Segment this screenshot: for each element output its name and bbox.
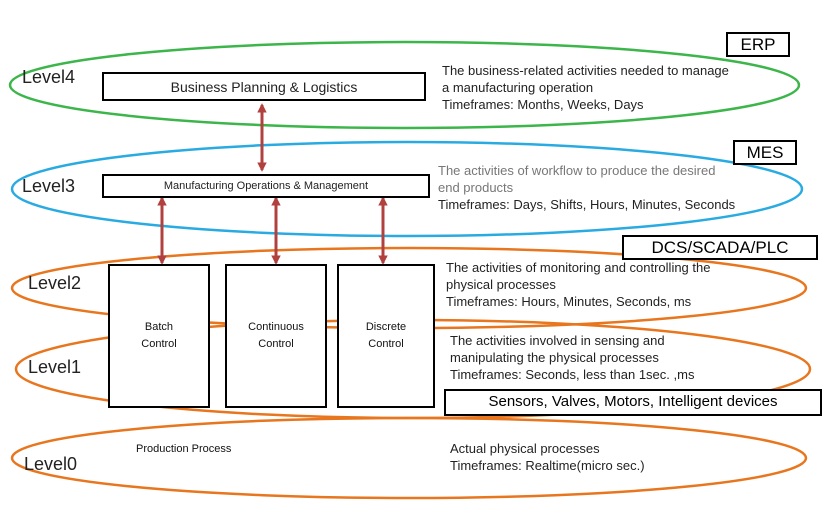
level2-desc-line1: The activities of monitoring and control… <box>446 260 711 275</box>
level3-description: The activities of workflow to produce th… <box>438 162 735 213</box>
production-process-label: Production Process <box>136 443 232 455</box>
level2-label: Level2 <box>28 273 82 293</box>
discrete-control-line1: Discrete <box>365 321 407 333</box>
level4-description: The business-related activities needed t… <box>442 62 729 113</box>
level1-desc-line2: manipulating the physical processes <box>450 350 659 365</box>
level0-desc-line2: Timeframes: Realtime(micro sec.) <box>450 458 645 473</box>
continuous-control-line1: Continuous <box>248 321 304 333</box>
continuous-control-line2: Control <box>258 338 294 350</box>
manufacturing-operations-label: Manufacturing Operations & Management <box>163 180 369 192</box>
level0-desc-line1: Actual physical processes <box>450 441 600 456</box>
business-planning-box: Business Planning & Logistics <box>102 72 426 101</box>
level0-label: Level0 <box>24 454 78 474</box>
batch-control-line1: Batch <box>144 321 174 333</box>
batch-control-line2: Control <box>141 338 177 350</box>
discrete-control-line2: Control <box>368 338 404 350</box>
level1-label: Level1 <box>28 357 82 377</box>
level2-desc-line3: Timeframes: Hours, Minutes, Seconds, ms <box>446 294 692 309</box>
level2-desc-line2: physical processes <box>446 277 556 292</box>
level4-desc-line2: a manufacturing operation <box>442 80 594 95</box>
level2-description: The activities of monitoring and control… <box>446 259 710 310</box>
manufacturing-operations-box: Manufacturing Operations & Management <box>102 174 430 198</box>
level4-desc-line1: The business-related activities needed t… <box>442 63 729 78</box>
level3-desc-line3: Timeframes: Days, Shifts, Hours, Minutes… <box>438 197 736 212</box>
mes-tag: MES <box>733 140 797 165</box>
continuous-control-box: Continuous Control <box>225 264 327 408</box>
level3-label: Level3 <box>22 176 76 196</box>
level4-desc-line3: Timeframes: Months, Weeks, Days <box>442 97 644 112</box>
level1-description: The activities involved in sensing and m… <box>450 332 694 383</box>
erp-tag: ERP <box>726 32 790 57</box>
dcs-scada-plc-tag: DCS/SCADA/PLC <box>622 235 818 260</box>
level3-ellipse <box>10 140 804 238</box>
business-planning-label: Business Planning & Logistics <box>170 78 358 95</box>
level4-ellipse <box>8 40 801 130</box>
level4-label: Level4 <box>22 67 76 87</box>
level0-description: Actual physical processes Timeframes: Re… <box>450 440 645 474</box>
level3-desc-line2: end products <box>438 180 514 195</box>
discrete-control-box: Discrete Control <box>337 264 435 408</box>
batch-control-box: Batch Control <box>108 264 210 408</box>
level0-ellipse <box>10 416 808 500</box>
field-devices-tag: Sensors, Valves, Motors, Intelligent dev… <box>444 389 822 416</box>
level3-desc-line1: The activities of workflow to produce th… <box>438 163 716 178</box>
level1-desc-line3: Timeframes: Seconds, less than 1sec. ,ms <box>450 367 695 382</box>
level1-desc-line1: The activities involved in sensing and <box>450 333 665 348</box>
